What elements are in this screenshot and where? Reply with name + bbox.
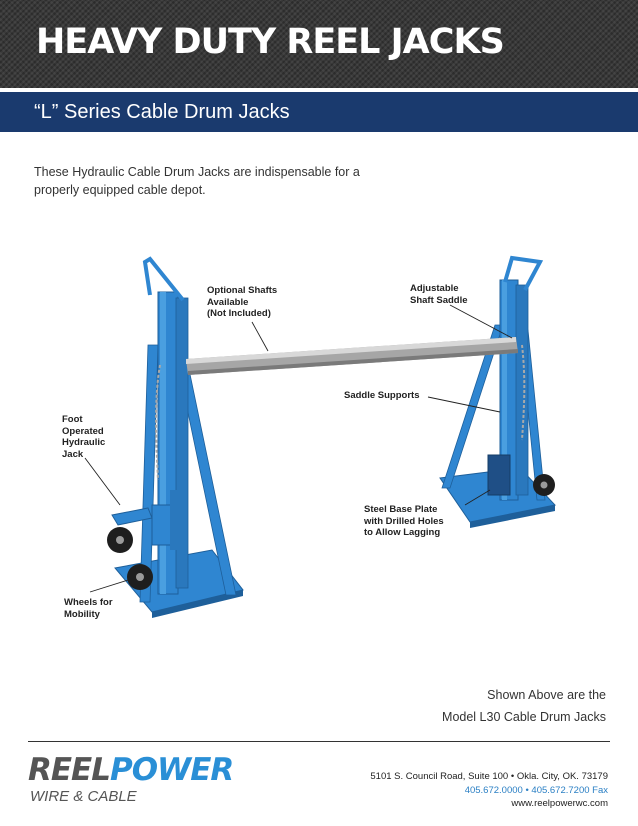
callout-base-plate: Steel Base Plate with Drilled Holes to A… [364, 504, 444, 538]
shaft [186, 337, 518, 375]
callout-adjustable-saddle: Adjustable Shaft Saddle [410, 283, 468, 306]
callout-foot-jack: Foot Operated Hydraulic Jack [62, 414, 106, 460]
left-jack [107, 256, 244, 618]
callout-optional-shafts: Optional Shafts Available (Not Included) [207, 285, 278, 319]
logo-reel-text: REEL [28, 752, 111, 788]
product-photo [84, 255, 556, 618]
logo-subtitle: WIRE & CABLE [30, 788, 137, 805]
caption-line-2: Model L30 Cable Drum Jacks [442, 710, 606, 724]
photo-caption: Shown Above are the Model L30 Cable Drum… [442, 684, 606, 728]
footer-divider [28, 741, 610, 742]
logo-power-text: POWER [109, 752, 234, 788]
callout-saddle-supports: Saddle Supports [344, 390, 420, 401]
page-title: HEAVY DUTY REEL JACKS [36, 22, 505, 62]
callout-wheels: Wheels for Mobility [64, 597, 113, 620]
wheel-icon [533, 474, 555, 496]
callout-leaders [84, 304, 513, 593]
contact-block: 5101 S. Council Road, Suite 100 • Okla. … [370, 770, 608, 811]
page-subtitle: “L” Series Cable Drum Jacks [34, 101, 290, 123]
company-phones: 405.672.0000 • 405.672.7200 Fax [464, 784, 608, 796]
wheel-icon [127, 564, 153, 590]
wheel-icon [107, 527, 133, 553]
company-website[interactable]: www.reelpowerwc.com [511, 798, 608, 809]
header-banner: HEAVY DUTY REEL JACKS [0, 0, 638, 88]
right-jack [439, 255, 556, 528]
caption-line-1: Shown Above are the [487, 688, 606, 702]
subtitle-bar: “L” Series Cable Drum Jacks [0, 92, 638, 132]
intro-text: These Hydraulic Cable Drum Jacks are ind… [34, 165, 360, 197]
company-logo: REELPOWER WIRE & CABLE [28, 752, 234, 805]
company-address: 5101 S. Council Road, Suite 100 • Okla. … [370, 771, 608, 782]
